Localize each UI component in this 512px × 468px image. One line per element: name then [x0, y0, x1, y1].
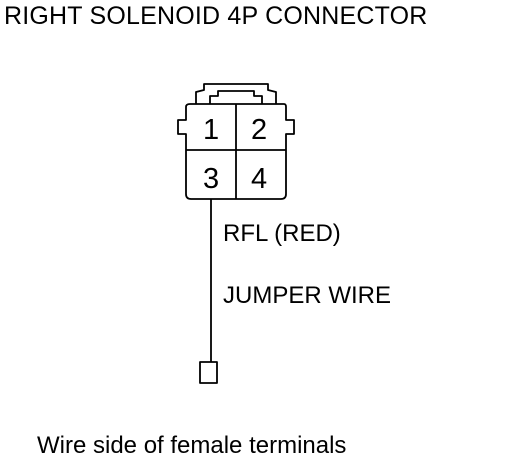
jumper-wire-label: JUMPER WIRE: [223, 282, 391, 309]
terminal-1: 1: [203, 114, 219, 146]
connector-lock-tab: [195, 83, 277, 104]
diagram-title: RIGHT SOLENOID 4P CONNECTOR: [4, 2, 428, 30]
jumper-wire-end: [199, 361, 218, 384]
terminal-4: 4: [251, 163, 267, 195]
wire-label: RFL (RED): [223, 220, 341, 247]
diagram-caption: Wire side of female terminals: [37, 432, 347, 459]
terminal-2: 2: [251, 114, 267, 146]
connector-lock-tab-inner: [209, 90, 263, 104]
terminal-3: 3: [203, 163, 219, 195]
connector-housing: [177, 103, 295, 200]
